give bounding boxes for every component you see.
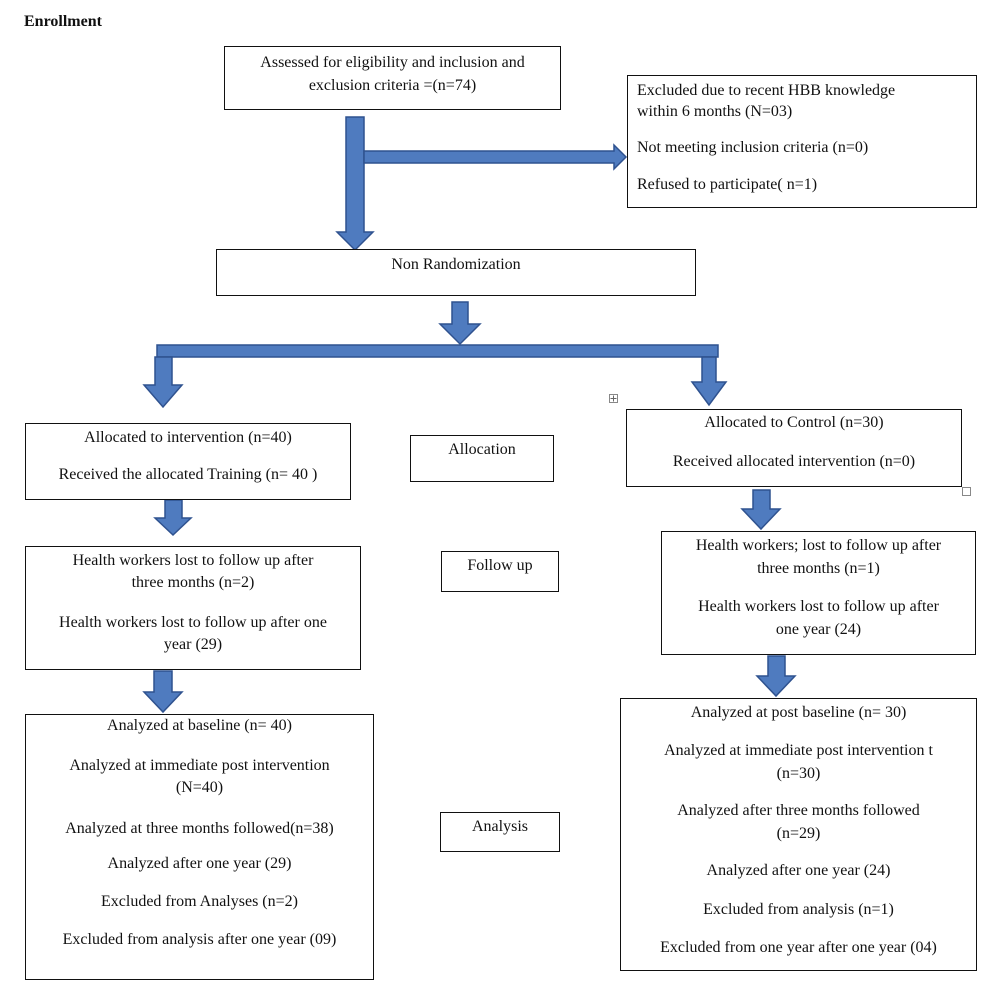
- control-analysis-line-2: Analyzed at immediate post intervention …: [664, 742, 933, 759]
- arrow-down-right-branch: [690, 356, 728, 407]
- intervention-followup-line-4: year (29): [163, 636, 223, 653]
- intervention-allocation-box: Allocated to intervention (n=40) Receive…: [25, 423, 351, 500]
- intervention-analysis-line-4: Analyzed at three months followed(n=38): [65, 820, 334, 837]
- non-randomization-label: Non Randomization: [391, 256, 521, 273]
- eligibility-box: Assessed for eligibility and inclusion a…: [224, 46, 561, 110]
- control-analysis-line-4: Analyzed after three months followed: [677, 802, 920, 819]
- excluded-box: Excluded due to recent HBB knowledge wit…: [627, 75, 977, 208]
- allocation-stage-label: Allocation: [448, 441, 516, 458]
- arrow-down-control-analysis: [755, 655, 797, 698]
- followup-stage-box: Follow up: [441, 551, 559, 592]
- allocation-stage-box: Allocation: [410, 435, 554, 482]
- arrow-right-excluded: [363, 143, 628, 171]
- control-analysis-line-8: Excluded from one year after one year (0…: [660, 939, 937, 956]
- intervention-analysis-box: Analyzed at baseline (n= 40) Analyzed at…: [25, 714, 374, 980]
- control-analysis-line-6: Analyzed after one year (24): [706, 862, 891, 879]
- intervention-followup-line-1: Health workers lost to follow up after: [72, 552, 314, 569]
- control-followup-line-4: one year (24): [775, 621, 862, 638]
- arrow-down-eligibility: [335, 116, 375, 252]
- intervention-followup-box: Health workers lost to follow up after t…: [25, 546, 361, 670]
- excluded-line-4: Refused to participate( n=1): [637, 176, 818, 193]
- control-followup-line-1: Health workers; lost to follow up after: [695, 537, 942, 554]
- move-handle-glyph: [610, 395, 617, 402]
- enrollment-heading: Enrollment: [24, 13, 102, 30]
- intervention-analysis-line-1: Analyzed at baseline (n= 40): [107, 717, 292, 734]
- control-analysis-line-5: (n=29): [776, 825, 821, 842]
- control-analysis-line-3: (n=30): [776, 765, 821, 782]
- intervention-analysis-line-7: Excluded from analysis after one year (0…: [62, 931, 337, 948]
- intervention-allocation-line-1: Allocated to intervention (n=40): [84, 429, 292, 446]
- non-randomization-box: Non Randomization: [216, 249, 696, 296]
- intervention-analysis-line-3: (N=40): [175, 779, 224, 796]
- intervention-allocation-line-2: Received the allocated Training (n= 40 ): [58, 466, 318, 483]
- eligibility-line-1: Assessed for eligibility and inclusion a…: [260, 54, 525, 71]
- control-analysis-line-7: Excluded from analysis (n=1): [703, 901, 894, 918]
- followup-stage-label: Follow up: [467, 557, 533, 574]
- arrow-down-nonrandom: [438, 301, 482, 346]
- excluded-line-3: Not meeting inclusion criteria (n=0): [637, 139, 869, 156]
- intervention-followup-line-3: Health workers lost to follow up after o…: [59, 614, 327, 631]
- control-allocation-line-2: Received allocated intervention (n=0): [672, 453, 916, 470]
- move-handle-icon[interactable]: [609, 394, 618, 403]
- control-allocation-line-1: Allocated to Control (n=30): [704, 414, 884, 431]
- intervention-analysis-line-6: Excluded from Analyses (n=2): [101, 893, 298, 910]
- arrow-down-left-branch: [142, 356, 184, 409]
- control-followup-box: Health workers; lost to follow up after …: [661, 531, 976, 655]
- control-followup-line-2: three months (n=1): [757, 560, 880, 577]
- resize-handle-icon[interactable]: [962, 487, 971, 496]
- intervention-analysis-line-2: Analyzed at immediate post intervention: [69, 757, 330, 774]
- control-allocation-box: Allocated to Control (n=30) Received all…: [626, 409, 962, 487]
- intervention-analysis-line-5: Analyzed after one year (29): [107, 855, 292, 872]
- eligibility-line-2: exclusion criteria =(n=74): [308, 77, 477, 94]
- analysis-stage-box: Analysis: [440, 812, 560, 852]
- control-followup-line-3: Health workers lost to follow up after: [698, 598, 939, 615]
- excluded-line-1: Excluded due to recent HBB knowledge: [637, 82, 896, 99]
- arrow-down-intervention-analysis: [142, 670, 184, 714]
- intervention-followup-line-2: three months (n=2): [131, 574, 255, 591]
- excluded-line-2: within 6 months (N=03): [637, 103, 793, 120]
- control-analysis-box: Analyzed at post baseline (n= 30) Analyz…: [620, 698, 977, 971]
- analysis-stage-label: Analysis: [472, 818, 528, 835]
- arrow-down-intervention-followup: [153, 499, 193, 537]
- arrow-down-control-followup: [740, 489, 782, 531]
- split-bar: [156, 344, 719, 358]
- control-analysis-line-1: Analyzed at post baseline (n= 30): [690, 704, 907, 721]
